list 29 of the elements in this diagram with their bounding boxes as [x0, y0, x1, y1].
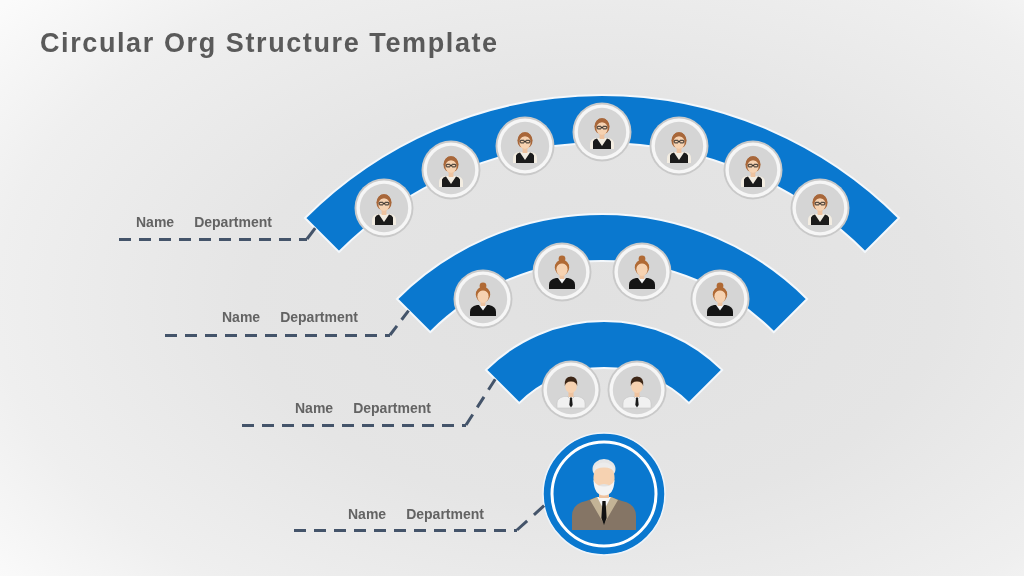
woman-with-glasses-icon [353, 177, 414, 238]
woman-with-glasses-icon [722, 139, 783, 200]
woman-icon [532, 242, 592, 303]
woman-with-glasses-icon [494, 115, 555, 176]
woman-with-glasses-icon [572, 102, 632, 162]
woman-icon [690, 268, 751, 329]
name-text: Name [295, 400, 334, 416]
department-text: Department [280, 309, 358, 325]
department-text: Department [353, 400, 431, 416]
woman-icon [453, 268, 514, 329]
leader-line [464, 378, 497, 426]
old-man-icon [572, 458, 636, 530]
name-text: Name [136, 214, 175, 230]
woman-with-glasses-icon [790, 177, 851, 238]
slide-title: Circular Org Structure Template [40, 27, 499, 59]
woman-with-glasses-icon [421, 139, 482, 200]
name-text: Name [348, 506, 387, 522]
woman-icon [612, 242, 672, 303]
leader-line [516, 504, 546, 532]
leader-line [305, 227, 317, 240]
name-text: Name [222, 309, 261, 325]
department-text: Department [194, 214, 272, 230]
circle-badge [541, 431, 667, 557]
man-icon [606, 360, 667, 421]
woman-with-glasses-icon [649, 115, 710, 176]
leader-line [388, 309, 410, 336]
arc-band [483, 319, 725, 406]
department-text: Department [406, 506, 484, 522]
man-icon [541, 360, 602, 421]
